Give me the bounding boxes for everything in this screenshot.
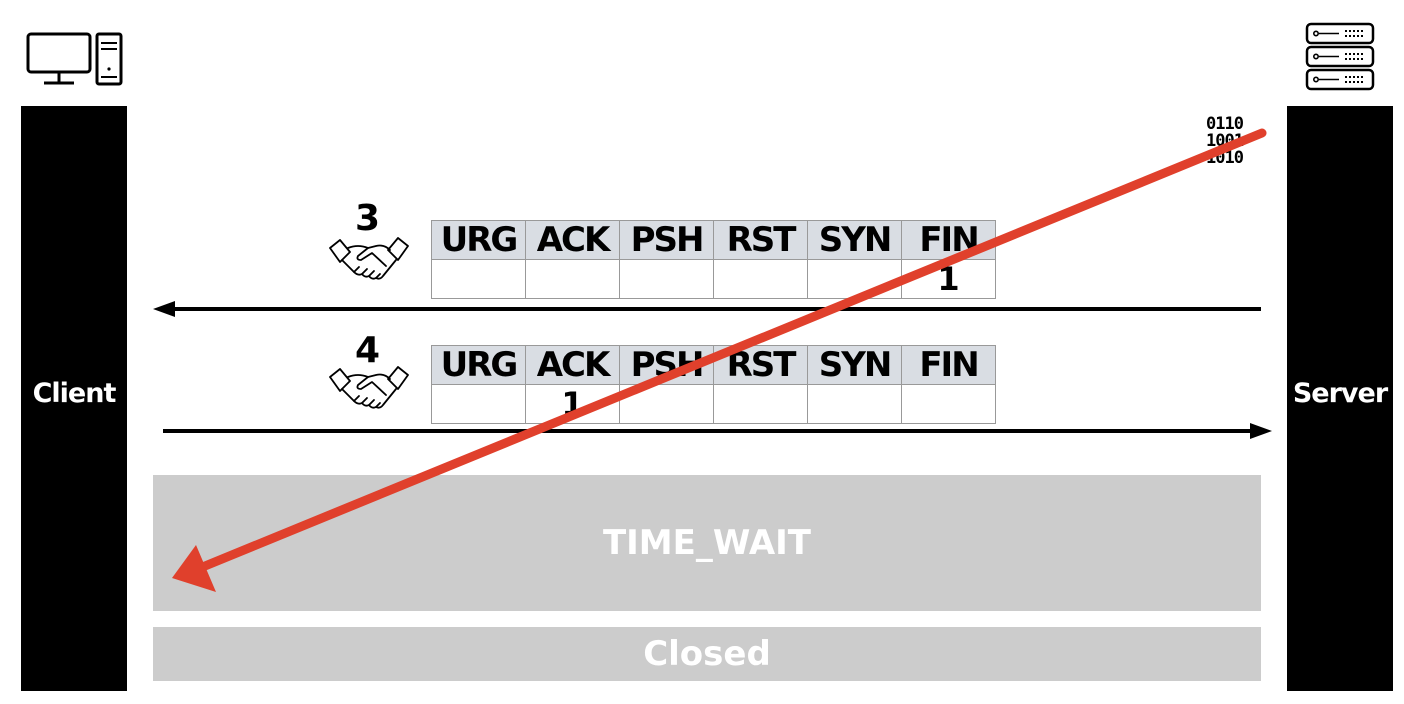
step-number-3: 3: [355, 198, 381, 239]
flag-value-fin: [901, 384, 996, 424]
client-label: Client: [32, 378, 117, 409]
red-strike-arrowhead: [172, 545, 216, 592]
flag-value-rst: [713, 384, 808, 424]
flag-value-ack: [525, 259, 620, 299]
flag-value-syn: [807, 259, 902, 299]
server-label: Server: [1292, 378, 1388, 409]
flag-value-rst: [713, 259, 808, 299]
client-column: Client: [21, 106, 127, 691]
flag-header-syn: SYN: [807, 345, 902, 385]
server-rack-icon: [1305, 22, 1375, 91]
flag-header-ack: ACK: [525, 345, 620, 385]
step-number-4: 4: [355, 330, 381, 371]
flags-table-step-4: URG ACK PSH RST SYN FIN 1: [431, 345, 996, 424]
flag-header-fin: FIN: [901, 345, 996, 385]
binary-row: 0110: [1206, 114, 1244, 134]
ack-arrow-head: [1250, 423, 1272, 439]
desktop-computer-icon: [26, 32, 123, 86]
flag-header-rst: RST: [713, 220, 808, 260]
flag-header-psh: PSH: [619, 220, 714, 260]
flag-value-urg: [431, 259, 526, 299]
flag-value-psh: [619, 259, 714, 299]
red-strike-line: [200, 128, 1267, 571]
flag-value-urg: [431, 384, 526, 424]
fin-arrow-head: [153, 301, 175, 317]
flag-header-ack: ACK: [525, 220, 620, 260]
flag-value-syn: [807, 384, 902, 424]
time-wait-band: TIME_WAIT: [153, 475, 1261, 611]
flag-header-syn: SYN: [807, 220, 902, 260]
server-column: Server: [1287, 106, 1393, 691]
handshake-icon: [329, 366, 409, 409]
flags-table-step-3: URG ACK PSH RST SYN FIN 1: [431, 220, 996, 299]
handshake-icon: [329, 237, 409, 280]
closed-band: Closed: [153, 627, 1261, 681]
